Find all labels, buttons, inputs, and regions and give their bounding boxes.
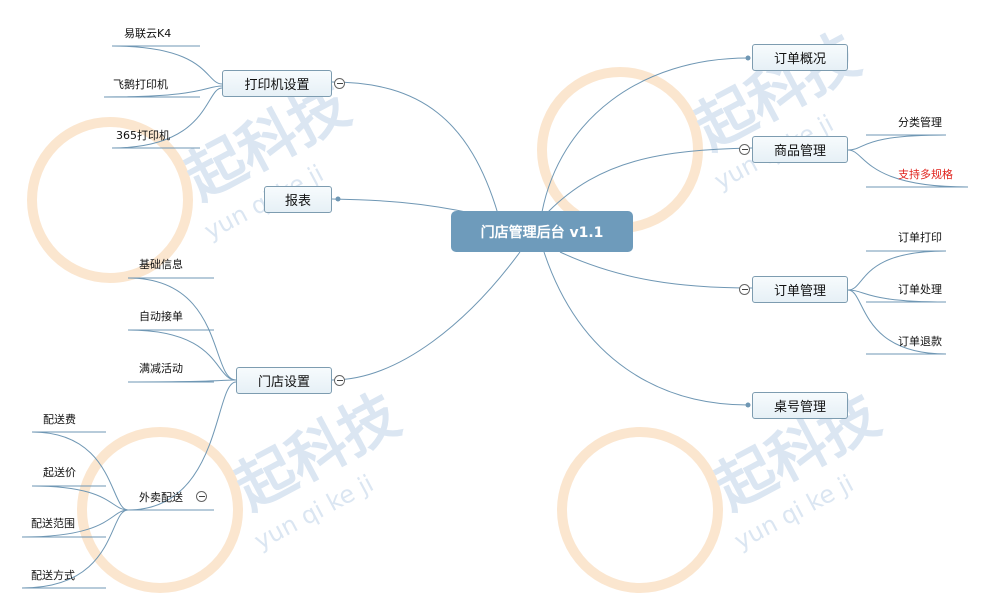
leaf-order-process[interactable]: 订单处理 (898, 283, 942, 296)
node-label: 门店设置 (257, 375, 310, 390)
node-label: 订单概况 (773, 52, 826, 67)
node-label: 打印机设置 (244, 78, 310, 93)
root-node[interactable]: 门店管理后台 v1.1 (451, 211, 633, 252)
leaf-product-multi-spec[interactable]: 支持多规格 (898, 168, 953, 181)
node-label: 桌号管理 (773, 400, 826, 415)
root-label: 门店管理后台 v1.1 (480, 224, 604, 241)
collapse-printer-icon[interactable] (334, 78, 345, 89)
leaf-delivery-fee[interactable]: 配送费 (43, 413, 76, 426)
leaf-delivery-range[interactable]: 配送范围 (31, 517, 75, 530)
leaf-printer-365[interactable]: 365打印机 (116, 129, 170, 142)
leaf-printer-yilianyun[interactable]: 易联云K4 (124, 27, 172, 40)
leaf-store-auto-accept[interactable]: 自动接单 (139, 310, 183, 323)
leaf-delivery-min-price[interactable]: 起送价 (43, 466, 76, 479)
node-label: 商品管理 (773, 144, 826, 159)
collapse-delivery-icon[interactable] (196, 491, 207, 502)
node-product-management[interactable]: 商品管理 (752, 136, 848, 163)
collapse-product-icon[interactable] (739, 144, 750, 155)
node-printer-settings[interactable]: 打印机设置 (222, 70, 332, 97)
node-label: 订单管理 (773, 284, 826, 299)
leaf-store-basic-info[interactable]: 基础信息 (139, 258, 183, 271)
leaf-store-discount[interactable]: 满减活动 (139, 362, 183, 375)
node-order-overview[interactable]: 订单概况 (752, 44, 848, 71)
collapse-store-icon[interactable] (334, 375, 345, 386)
node-order-management[interactable]: 订单管理 (752, 276, 848, 303)
node-store-settings[interactable]: 门店设置 (236, 367, 332, 394)
leaf-printer-feie[interactable]: 飞鹅打印机 (113, 78, 168, 91)
node-report[interactable]: 报表 (264, 186, 332, 213)
node-table-management[interactable]: 桌号管理 (752, 392, 848, 419)
leaf-delivery-method[interactable]: 配送方式 (31, 569, 75, 582)
node-label: 报表 (284, 194, 311, 209)
leaf-order-print[interactable]: 订单打印 (898, 231, 942, 244)
leaf-store-delivery[interactable]: 外卖配送 (139, 491, 183, 504)
collapse-order-icon[interactable] (739, 284, 750, 295)
leaf-order-refund[interactable]: 订单退款 (898, 335, 942, 348)
leaf-product-category[interactable]: 分类管理 (898, 116, 942, 129)
